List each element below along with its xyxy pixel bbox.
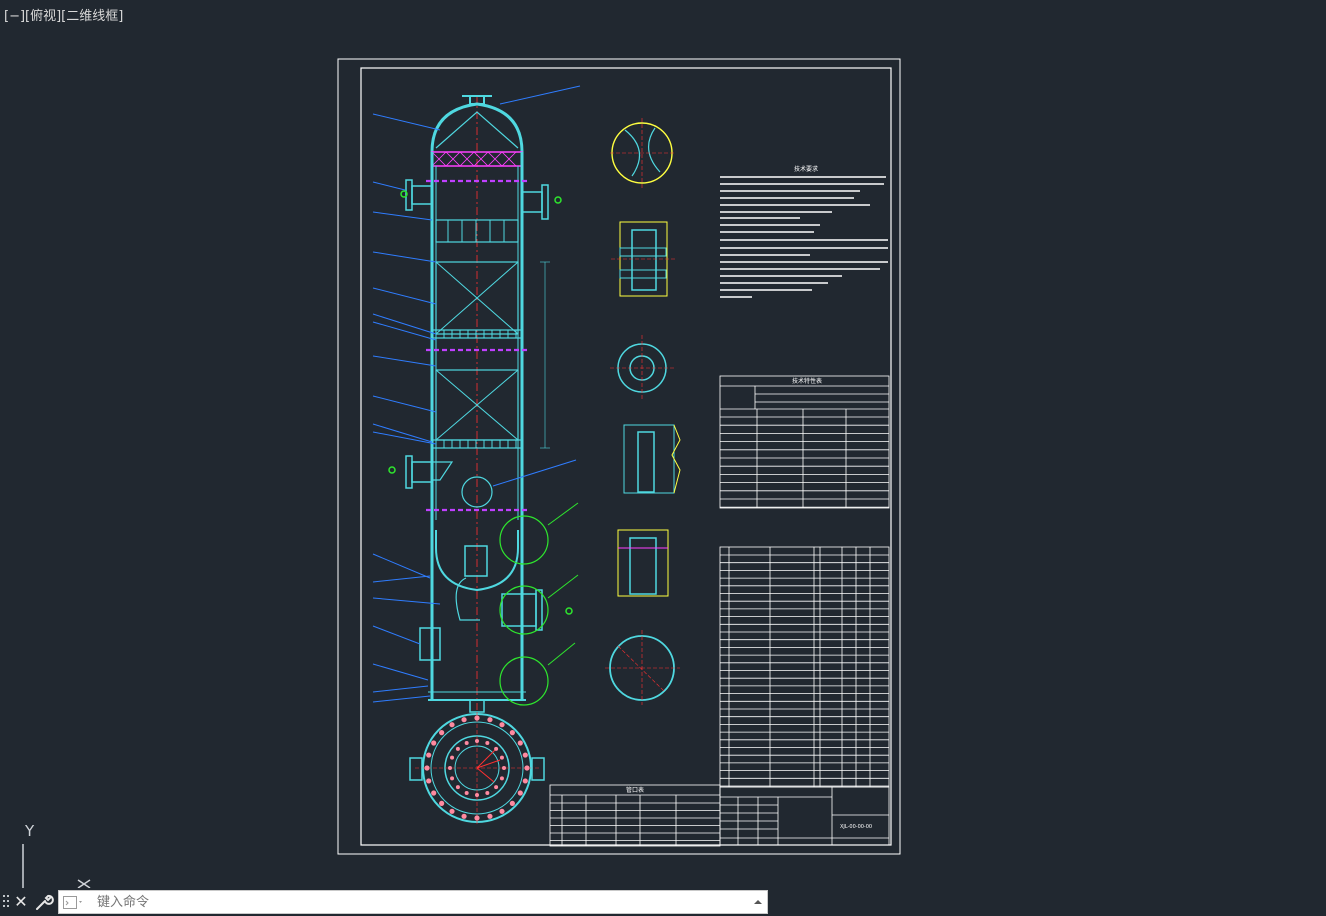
leader-lines	[372, 85, 581, 703]
bolt-hole	[524, 765, 530, 771]
bolt-hole	[485, 790, 490, 795]
bolt-hole	[474, 715, 480, 721]
bolt-hole	[499, 808, 505, 814]
bolt-hole	[426, 778, 432, 784]
bolt-hole	[439, 730, 445, 736]
bolt-hole	[502, 766, 506, 770]
bolt-hole	[450, 755, 455, 760]
bolt-hole	[487, 717, 493, 723]
viewport-controls-label[interactable]: [−][俯视][二维线框]	[4, 9, 124, 24]
bolt-hole	[499, 722, 505, 728]
bolt-hole	[448, 766, 452, 770]
bolt-hole	[449, 722, 455, 728]
bolt-hole	[517, 790, 523, 796]
bolt-hole	[474, 815, 480, 821]
bolt-hole	[461, 813, 467, 819]
technical-notes: 技术要求	[720, 165, 888, 298]
bolt-hole	[487, 813, 493, 819]
bolt-hole	[499, 755, 504, 760]
column-elevation-view	[388, 95, 579, 713]
command-input-box[interactable]	[58, 890, 768, 914]
bolt-hole	[461, 717, 467, 723]
title-block	[719, 786, 890, 846]
command-input[interactable]	[95, 894, 729, 911]
prompt-icon[interactable]	[63, 896, 85, 909]
notes-title: 技术要求	[794, 165, 818, 173]
bolt-hole	[449, 808, 455, 814]
bolt-hole	[464, 741, 469, 746]
bolt-hole	[424, 765, 430, 771]
column-plan-view	[409, 712, 545, 826]
bolt-hole	[509, 800, 515, 806]
bolt-hole	[431, 740, 437, 746]
bolt-hole	[499, 776, 504, 781]
bolt-hole	[475, 793, 479, 797]
plan-bolt-holes	[424, 715, 530, 821]
bolt-hole	[464, 790, 469, 795]
bolt-hole	[509, 730, 515, 736]
bolt-hole	[455, 785, 460, 790]
bolt-hole	[522, 752, 528, 758]
section-details	[605, 118, 681, 705]
sheet-outer-frame	[337, 58, 901, 855]
bolt-hole	[431, 790, 437, 796]
bolt-hole	[494, 746, 499, 751]
bolt-hole	[475, 739, 479, 743]
sheet-inner-frame	[360, 67, 892, 846]
bolt-hole	[522, 778, 528, 784]
history-arrow-icon[interactable]	[753, 897, 763, 907]
wrench-icon[interactable]	[34, 892, 54, 912]
close-icon[interactable]: ✕	[14, 892, 28, 911]
nozzle-table	[549, 784, 721, 847]
ucs-y-label: Y	[25, 822, 35, 840]
ucs-icon	[22, 844, 91, 889]
bolt-hole	[450, 776, 455, 781]
bolt-hole	[494, 785, 499, 790]
spec-table	[719, 375, 890, 509]
bolt-hole	[485, 741, 490, 746]
bolt-hole	[426, 752, 432, 758]
nozzle-table-title: 管口表	[626, 786, 644, 794]
bolt-hole	[517, 740, 523, 746]
parts-list-table	[719, 546, 890, 788]
bolt-hole	[439, 800, 445, 806]
grip-icon[interactable]	[2, 894, 10, 912]
drawing-number: XJL-00-00-00	[840, 824, 872, 830]
spec-table-title: 技术特性表	[792, 377, 822, 385]
bolt-hole	[455, 746, 460, 751]
